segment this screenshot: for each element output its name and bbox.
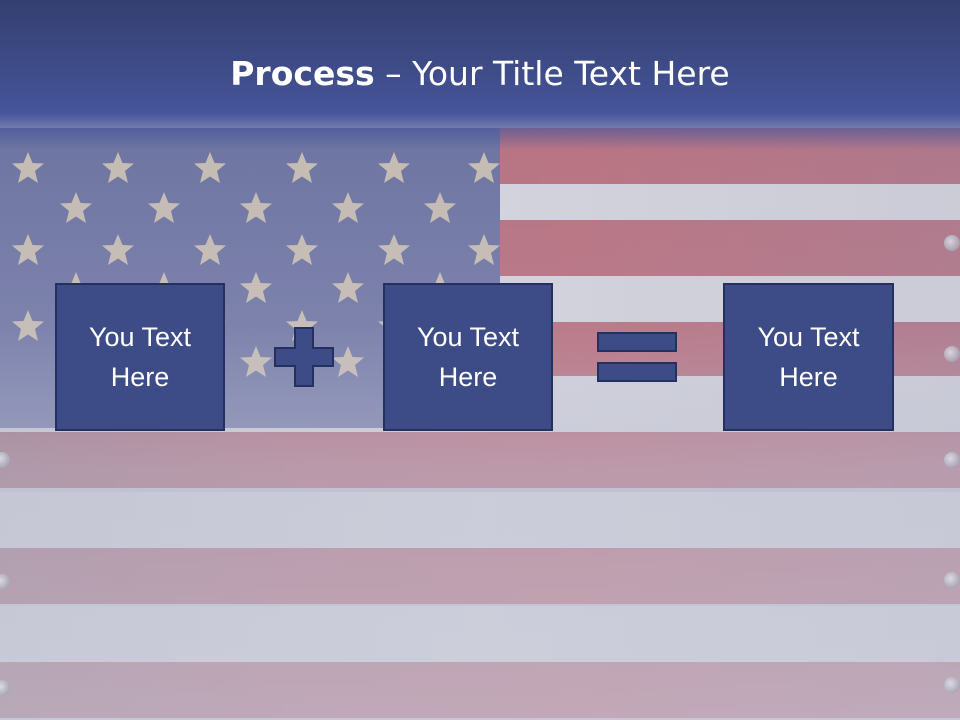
- plus-icon: [274, 327, 334, 387]
- nail-icon: [944, 452, 960, 468]
- nail-icon: [0, 680, 10, 696]
- title-band: [0, 0, 960, 150]
- title-rest: – Your Title Text Here: [374, 54, 730, 93]
- slide-title[interactable]: Process – Your Title Text Here: [0, 52, 960, 96]
- title-bold: Process: [230, 54, 375, 93]
- nail-icon: [944, 572, 960, 588]
- process-box-label: You Text Here: [416, 322, 520, 392]
- nail-icon: [944, 235, 960, 251]
- process-box-label: You Text Here: [757, 322, 860, 392]
- nail-icon: [944, 677, 960, 693]
- process-box-label: You Text Here: [88, 322, 192, 392]
- process-box-3[interactable]: You Text Here: [723, 283, 894, 431]
- process-box-2[interactable]: You Text Here: [383, 283, 553, 431]
- equals-icon: [597, 332, 677, 382]
- nail-icon: [0, 452, 10, 468]
- process-box-1[interactable]: You Text Here: [55, 283, 225, 431]
- nail-icon: [944, 346, 960, 362]
- nail-icon: [0, 574, 10, 590]
